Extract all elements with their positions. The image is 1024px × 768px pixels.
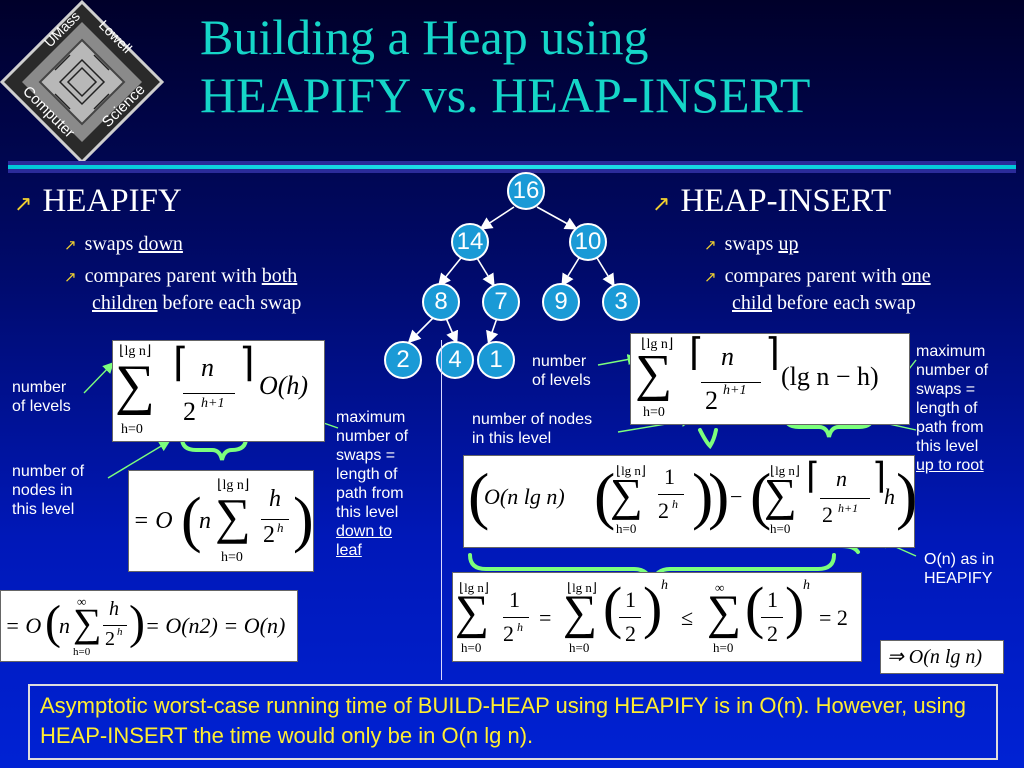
tree-node-level1-right: 10 — [569, 223, 607, 261]
formula-heapify-sum: ⌊lg n⌋ ∑ h=0 ⌈ n 2 h+1 ⌉ O(h) — [112, 340, 325, 442]
tree-node-level2-b: 7 — [482, 283, 520, 321]
arrow-bullet-icon: ↗ — [14, 191, 33, 216]
formula-heapify-result: = O ( n ∞ ∑ h=0 h 2 h ) = O(n2) = O(n) — [0, 590, 298, 662]
tree-node-level1-left: 14 — [451, 223, 489, 261]
formula-insert-sum: ⌊lg n⌋ ∑ h=0 ⌈ n 2 h+1 ⌉ (lg n − h) — [630, 333, 910, 425]
formula-result-onlgn: ⇒ O(n lg n) — [880, 640, 1004, 674]
arrow-bullet-icon: ↗ — [64, 270, 77, 286]
tree-node-level2-a: 8 — [422, 283, 460, 321]
heapify-bullet-swaps: ↗swaps down — [64, 233, 183, 255]
heap-insert-heading: ↗HEAP-INSERT — [652, 183, 892, 219]
tree-node-level3-c: 1 — [477, 341, 515, 379]
umass-lowell-logo: UMass Lowell Computer Science — [0, 0, 165, 165]
tree-node-root: 16 — [507, 172, 545, 210]
tree-node-level3-a: 2 — [384, 341, 422, 379]
heapify-heading: ↗HEAPIFY — [14, 183, 182, 219]
column-divider — [441, 340, 442, 680]
slide-title: Building a Heap using HEAPIFY vs. HEAP-I… — [200, 8, 1020, 124]
formula-insert-on-lgn: ( O(n lg n) ( ⌊lg n⌋ ∑ h=0 1 2 h ) ) − (… — [463, 455, 917, 548]
formula-insert-geometric: ⌊lg n⌋ ∑ h=0 1 2 h = ⌊lg n⌋ ∑ h=0 ( 1 2 … — [452, 572, 862, 662]
arrow-bullet-icon: ↗ — [704, 270, 717, 286]
formula-heapify-on-nsum: = O ( n ⌊lg n⌋ ∑ h=0 h 2 h ) — [128, 470, 314, 572]
arrow-bullet-icon: ↗ — [64, 238, 77, 254]
arrow-bullet-icon: ↗ — [652, 191, 671, 216]
tree-node-level2-c: 9 — [542, 283, 580, 321]
title-line-1: Building a Heap using — [200, 9, 649, 65]
heap-insert-bullet-swaps: ↗swaps up — [704, 233, 799, 255]
arrow-bullet-icon: ↗ — [704, 238, 717, 254]
tree-node-level2-d: 3 — [602, 283, 640, 321]
tree-node-level3-b: 4 — [436, 341, 474, 379]
title-divider — [8, 161, 1016, 173]
title-line-2: HEAPIFY vs. HEAP-INSERT — [200, 67, 811, 123]
conclusion-box: Asymptotic worst-case running time of BU… — [28, 684, 998, 760]
